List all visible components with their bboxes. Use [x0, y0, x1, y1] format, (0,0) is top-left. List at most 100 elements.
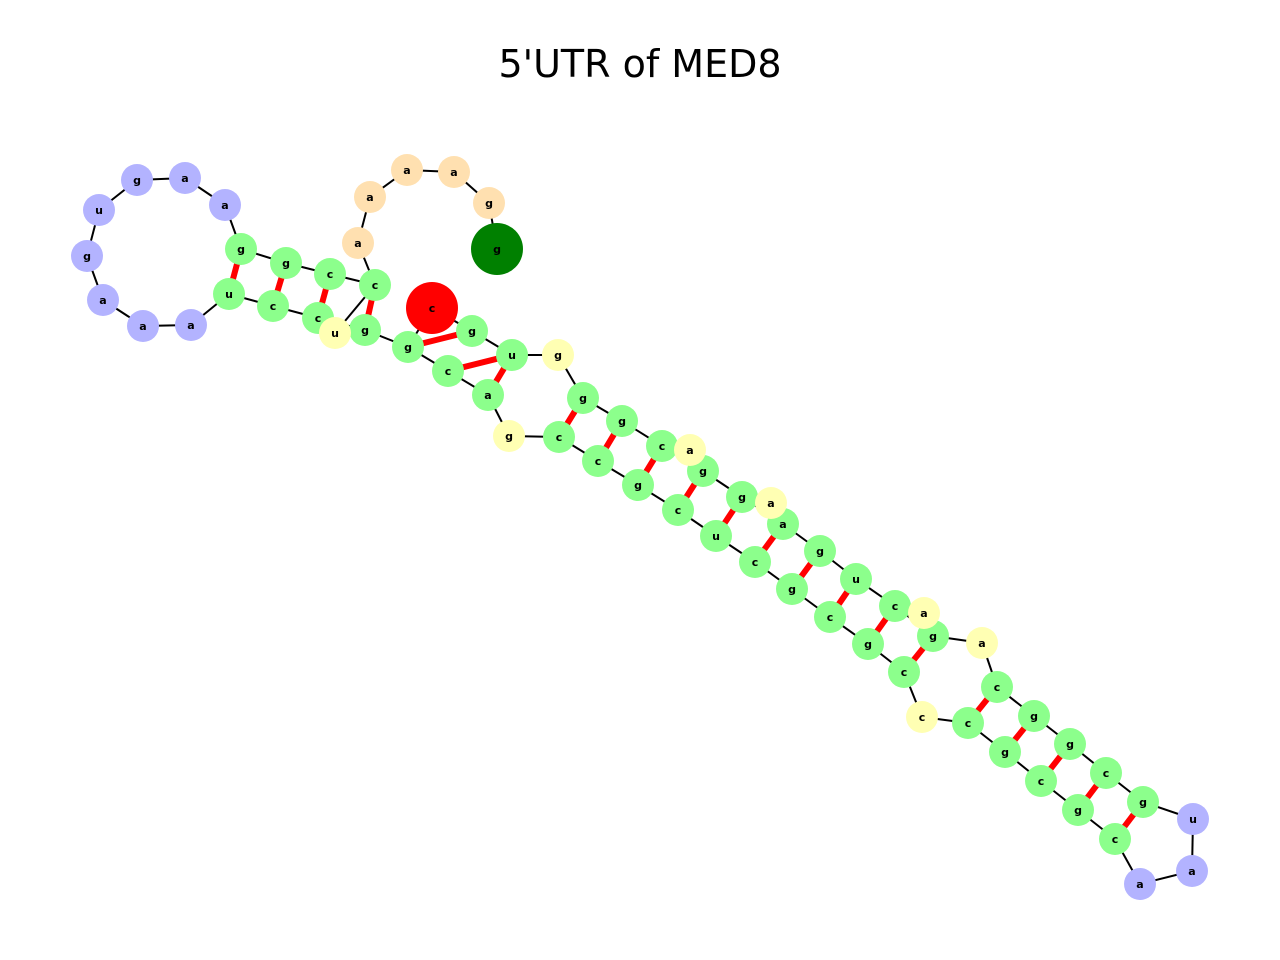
nucleotide-circle — [456, 315, 488, 347]
nucleotide-circle — [888, 656, 920, 688]
nucleotide-label: c — [901, 666, 908, 679]
nucleotide-circle — [406, 282, 458, 334]
nucleotide-label: g — [493, 243, 501, 256]
nucleotide-circle — [606, 405, 638, 437]
nucleotide-label: g — [282, 257, 290, 270]
end-nucleotide: g — [471, 223, 523, 275]
nucleotide-label: g — [505, 430, 513, 443]
nucleotide: g — [270, 247, 302, 279]
nucleotide: a — [391, 154, 423, 186]
nucleotide: g — [606, 405, 638, 437]
nucleotide-label: c — [556, 431, 563, 444]
nucleotide-label: g — [618, 415, 626, 428]
nucleotide: c — [906, 701, 938, 733]
nucleotide: c — [432, 355, 464, 387]
nucleotide-label: u — [712, 530, 720, 543]
nucleotide-circle — [1127, 786, 1159, 818]
nucleotide: c — [981, 671, 1013, 703]
nucleotide-label: g — [1066, 738, 1074, 751]
nucleotide: c — [879, 590, 911, 622]
nucleotide: c — [257, 290, 289, 322]
nucleotide: c — [1099, 823, 1131, 855]
nucleotide: u — [840, 563, 872, 595]
nucleotide: g — [225, 233, 257, 265]
nucleotide-label: g — [634, 479, 642, 492]
nucleotide-label: c — [994, 681, 1001, 694]
nucleotide-label: c — [752, 556, 759, 569]
nucleotide: u — [319, 317, 351, 349]
nucleotide-circle — [471, 223, 523, 275]
nucleotide-label: u — [508, 349, 516, 362]
nucleotide-label: a — [403, 164, 410, 177]
nucleotide-circle — [567, 382, 599, 414]
nucleotide-circle — [432, 355, 464, 387]
nucleotide: a — [127, 310, 159, 342]
nucleotide-label: u — [1189, 813, 1197, 826]
nucleotide-label: g — [738, 491, 746, 504]
nucleotide-circle — [127, 310, 159, 342]
nucleotide-circle — [966, 627, 998, 659]
nucleotide: g — [989, 736, 1021, 768]
nucleotide-label: u — [852, 573, 860, 586]
nucleotide-circle — [169, 162, 201, 194]
nucleotide-label: a — [99, 294, 106, 307]
nucleotide-label: g — [699, 465, 707, 478]
nucleotide-label: c — [445, 365, 452, 378]
nucleotide-label: c — [372, 279, 379, 292]
nucleotide: a — [1124, 868, 1156, 900]
nucleotide-circle — [1018, 700, 1050, 732]
nucleotide-label: g — [1139, 796, 1147, 809]
nucleotide-label: a — [686, 444, 693, 457]
nucleotide: u — [83, 194, 115, 226]
nucleotide-label: c — [315, 312, 322, 325]
nucleotide-label: c — [892, 600, 899, 613]
nucleotide-circle — [646, 430, 678, 462]
nucleotide-circle — [1062, 794, 1094, 826]
nucleotide: g — [567, 382, 599, 414]
nucleotide-label: c — [965, 717, 972, 730]
nucleotide-circle — [852, 628, 884, 660]
nucleotide-circle — [1025, 765, 1057, 797]
nucleotide-circle — [543, 421, 575, 453]
nucleotide-label: c — [675, 504, 682, 517]
nucleotide-circle — [213, 278, 245, 310]
nucleotide-label: u — [331, 327, 339, 340]
nucleotide-label: a — [920, 607, 927, 620]
nucleotide-circle — [1090, 757, 1122, 789]
nucleotide: g — [392, 331, 424, 363]
nucleotide-circle — [359, 269, 391, 301]
nucleotide-label: a — [181, 172, 188, 185]
nucleotide: g — [121, 164, 153, 196]
nucleotide-label: c — [919, 711, 926, 724]
nucleotide-circle — [87, 284, 119, 316]
nucleotide: u — [700, 520, 732, 552]
nucleotide-label: g — [1074, 804, 1082, 817]
nucleotide-circle — [840, 563, 872, 595]
nucleotide-label: a — [187, 319, 194, 332]
nucleotide-label: g — [361, 324, 369, 337]
nucleotide-circle — [726, 481, 758, 513]
nucleotide-label: c — [429, 302, 436, 315]
nucleotide: g — [493, 420, 525, 452]
nucleotide-label: a — [978, 637, 985, 650]
nucleotide-circle — [472, 379, 504, 411]
nucleotide: g — [1062, 794, 1094, 826]
nucleotide-label: c — [827, 611, 834, 624]
nucleotide-label: g — [468, 325, 476, 338]
nucleotide: u — [213, 278, 245, 310]
nucleotide-label: g — [788, 583, 796, 596]
nucleotide-label: a — [767, 497, 774, 510]
nucleotide: g — [852, 628, 884, 660]
nucleotide: a — [354, 181, 386, 213]
nucleotide-circle — [700, 520, 732, 552]
nucleotide-circle — [121, 164, 153, 196]
nucleotide: c — [888, 656, 920, 688]
nucleotide-label: u — [95, 204, 103, 217]
nucleotide-label: g — [133, 174, 141, 187]
nucleotide-circle — [391, 154, 423, 186]
nucleotide: g — [622, 469, 654, 501]
nucleotide-circle — [71, 240, 103, 272]
nucleotide: g — [726, 481, 758, 513]
nucleotide-label: a — [354, 237, 361, 250]
